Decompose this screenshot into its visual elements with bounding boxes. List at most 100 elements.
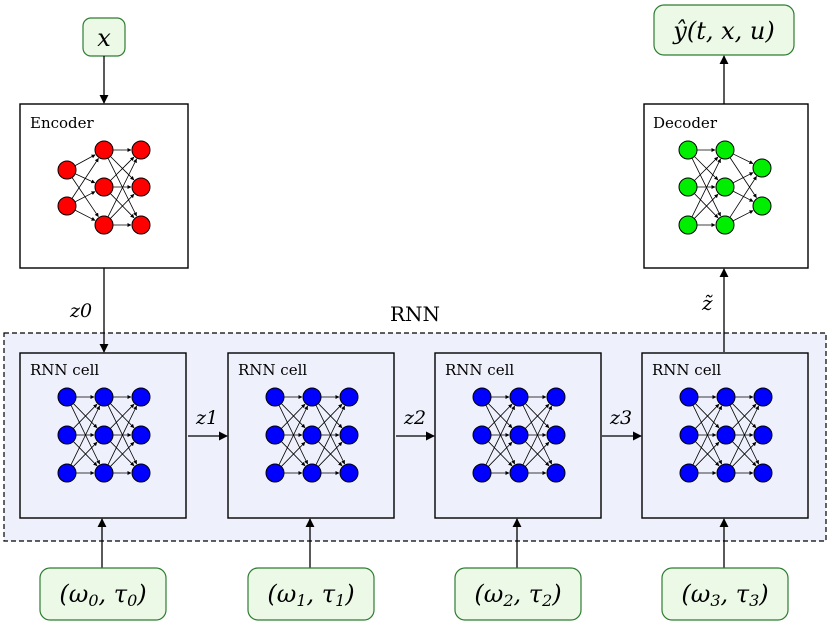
network-neuron [715,177,735,197]
network-neuron [57,463,77,483]
network-neuron [679,425,699,445]
network-neuron [131,215,151,235]
network-connection [694,403,720,429]
param-label: (ω2, τ2) [474,580,561,610]
param-label: (ω0, τ0) [59,580,146,610]
input-label: x [97,24,111,52]
network-connection [278,405,308,466]
param-box-frame [454,567,582,621]
network-connection [524,441,550,467]
input-node: x [82,17,126,57]
network-neuron [716,463,736,483]
rnn-cell-network [57,387,151,483]
network-neuron [472,463,492,483]
network-neuron [131,387,151,407]
network-connection [70,405,100,466]
network-neuron [678,177,698,197]
network-connection [694,441,720,467]
network-connection [107,405,137,466]
network-connection [317,403,343,429]
network-connection [71,158,99,199]
rnn-cell-1: RNN cell [227,352,395,568]
network-connection [280,441,306,467]
network-neuron [472,387,492,407]
network-connection [109,403,135,429]
network-neuron [57,196,77,216]
param-box-frame [39,567,167,621]
network-neuron [339,387,359,407]
param-box-1: (ω1, τ1) [247,567,375,621]
network-neuron [265,425,285,445]
decoder-label: Decoder [653,114,718,132]
param-box-frame [661,567,789,621]
network-neuron [753,425,773,445]
param-box-3: (ω3, τ3) [661,567,789,621]
edge-label-z3: z3 [609,407,632,429]
encoder-network [57,140,151,235]
network-connection [72,441,98,467]
network-neuron [302,387,322,407]
network-connection [524,441,550,467]
edge-label-z2: z2 [403,407,426,429]
network-neuron [131,177,151,197]
param-label: (ω3, τ3) [681,580,768,610]
decoder-box: Decoder [643,103,809,269]
network-neuron [752,196,772,216]
network-neuron [509,463,529,483]
network-neuron [472,425,492,445]
network-connection [693,193,719,219]
network-neuron [57,425,77,445]
edge-label-ztilde: z̃ [701,291,713,315]
rnn-region-label: RNN [390,302,440,326]
network-neuron [94,215,114,235]
network-neuron [546,387,566,407]
parameter-boxes: (ω0, τ0) (ω1, τ1) (ω2, τ2) (ω3, τ3) [39,567,789,621]
network-connection [72,403,98,429]
network-neuron [716,425,736,445]
network-neuron [679,387,699,407]
rnn-cell-3: RNN cell [641,352,809,568]
rnn-cell-2: RNN cell [434,352,602,568]
network-connection [524,403,550,429]
param-label: (ω1, τ1) [267,580,354,610]
network-connection [109,193,135,219]
rnn-cell-0: RNN cell [19,352,187,568]
encoder-box: Encoder [19,103,189,269]
network-connection [315,405,345,466]
network-connection [732,153,754,164]
network-connection [694,441,720,467]
network-connection [317,441,343,467]
network-neuron [94,387,114,407]
network-neuron [679,463,699,483]
network-neuron [302,463,322,483]
network-neuron [753,463,773,483]
network-neuron [678,140,698,160]
network-neuron [94,463,114,483]
network-neuron [339,463,359,483]
network-connection [74,209,96,221]
network-connection [731,441,757,467]
network-neuron [546,425,566,445]
network-connection [729,176,757,218]
network-connection [731,441,757,467]
network-connection [109,403,135,429]
network-connection [729,405,759,466]
network-neuron [715,140,735,160]
decoder-network [678,140,772,235]
network-neuron [94,177,114,197]
network-connection [694,156,719,181]
network-connection [693,193,719,219]
network-connection [487,441,513,467]
network-neuron [753,387,773,407]
network-neuron [131,425,151,445]
param-box-2: (ω2, τ2) [454,567,582,621]
param-box-0: (ω0, τ0) [39,567,167,621]
network-connection [74,154,96,167]
network-neuron [265,387,285,407]
network-neuron [94,425,114,445]
network-connection [487,403,513,429]
network-neuron [131,140,151,160]
network-neuron [339,425,359,445]
network-neuron [716,387,736,407]
